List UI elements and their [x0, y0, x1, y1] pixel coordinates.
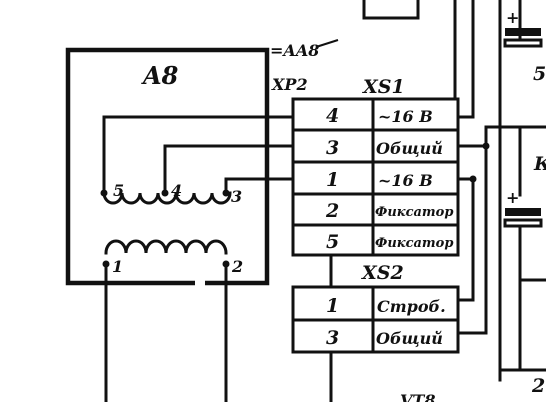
xs2-signal: Общий	[376, 329, 443, 348]
capacitor-bottom: + К	[503, 153, 546, 228]
cable-leader-line	[315, 39, 339, 48]
block-a8-label: A8	[141, 61, 179, 90]
capacitor-plus-sign: +	[506, 188, 519, 207]
winding-pin-label: 3	[231, 187, 242, 206]
xs2-label: XS2	[361, 262, 404, 284]
wiring	[102, 0, 546, 402]
xs2-pin: 3	[326, 327, 339, 349]
block-a8: A8	[65, 47, 270, 286]
winding-pin-label: 2	[231, 257, 243, 276]
xs1-signal: ~16 B	[378, 107, 433, 126]
capacitor-number: 5	[533, 63, 546, 85]
xs1-pin: 1	[326, 169, 339, 191]
xs1-pin: 3	[326, 137, 339, 159]
plug-label: XP2	[271, 75, 308, 94]
cable-label: =AA8	[270, 41, 319, 60]
xs1-pin: 2	[325, 200, 339, 222]
xs1-pin: 5	[326, 231, 339, 253]
xs1-label: XS1	[362, 76, 405, 98]
xs1-signal: ~16 B	[378, 171, 433, 190]
xs2-pin: 1	[326, 295, 339, 317]
xs1-signal: Фиксатор	[375, 236, 453, 251]
xs1-signal: Общий	[376, 139, 443, 158]
winding-pin-label: 4	[171, 181, 182, 200]
xs2-signal: Строб.	[377, 297, 446, 316]
winding-pin-label: 1	[112, 257, 123, 276]
transformer: 5 4 3 1 2	[100, 181, 243, 276]
capacitor-top: + 5	[503, 8, 546, 85]
capacitor-plus-sign: +	[506, 8, 519, 27]
right-fragment-label: К	[533, 153, 546, 175]
winding-pin-label: 5	[113, 181, 124, 200]
xs1-pin: 4	[326, 105, 339, 127]
connector-xs1: XS1 4 ~16 B 3 Общий 1 ~16 B 2 Фиксатор 5…	[291, 76, 460, 257]
bottom-fragment-label: VT8	[400, 391, 435, 402]
right-number-label: 2	[531, 375, 545, 397]
connector-xs2: XS2 1 Строб. 3 Общий	[291, 262, 460, 354]
xs1-signal: Фиксатор	[375, 205, 453, 220]
